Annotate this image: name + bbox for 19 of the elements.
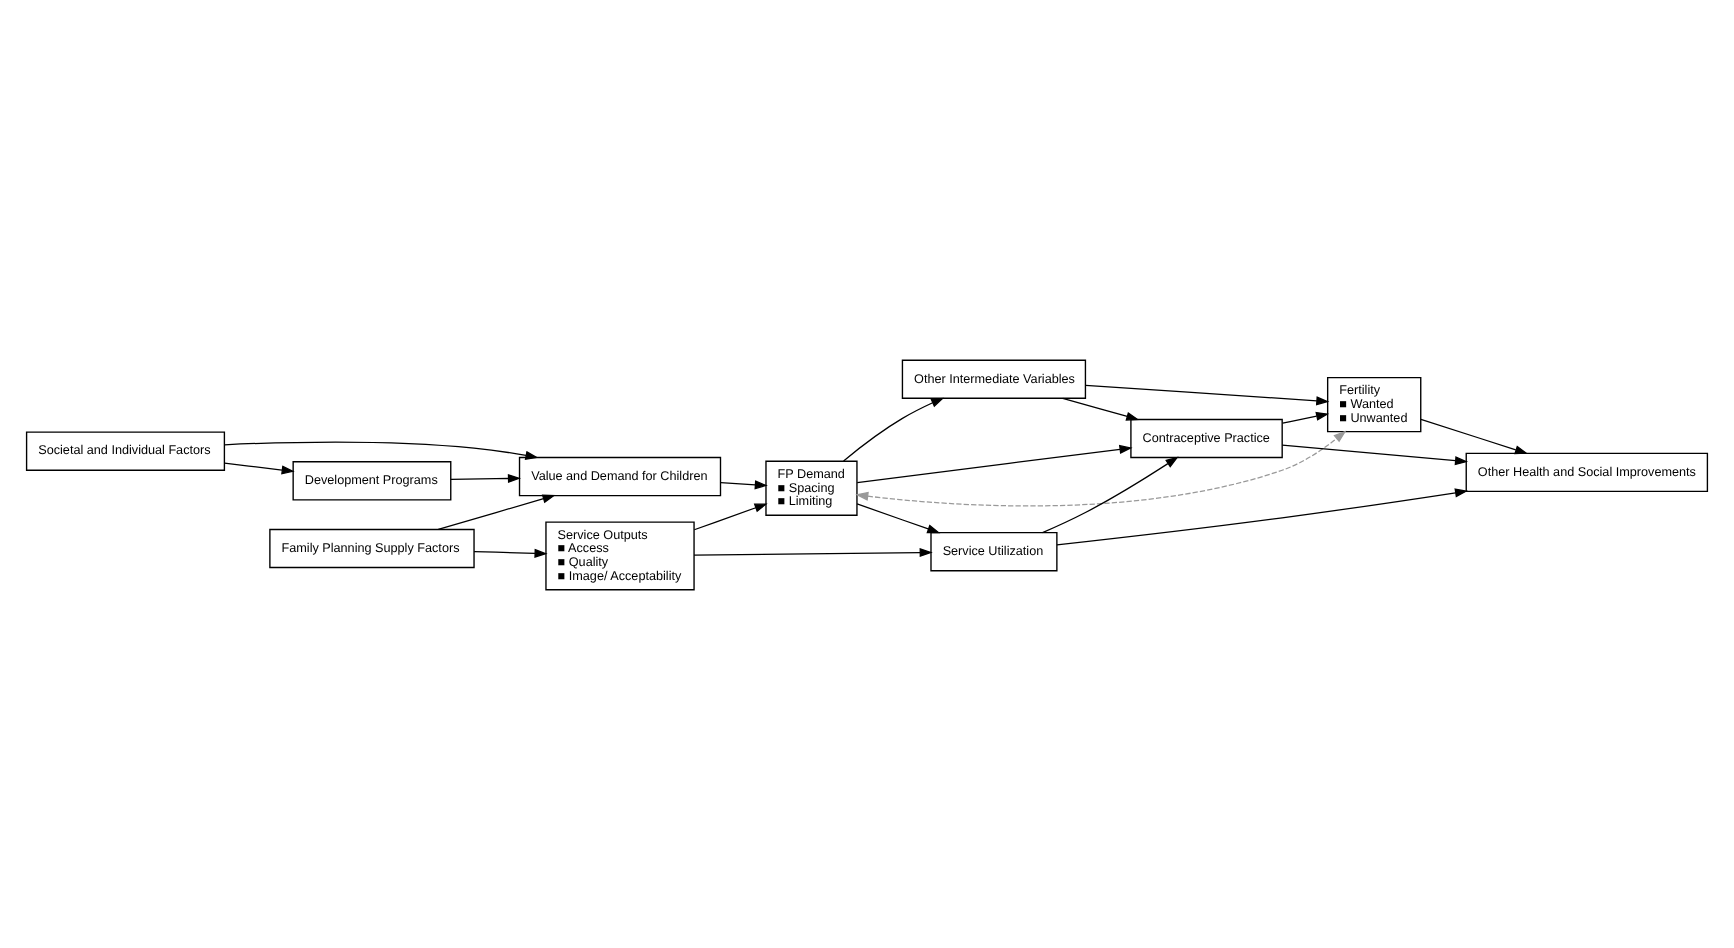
- arrow: [1282, 410, 1330, 423]
- arrow: [720, 479, 768, 489]
- arrow: [473, 547, 548, 557]
- arrow: [842, 396, 945, 461]
- arrow: [1420, 417, 1528, 454]
- arrow: [856, 443, 1133, 483]
- arrow: [856, 502, 941, 533]
- arrow: [1041, 455, 1179, 533]
- arrow: [693, 502, 768, 530]
- arrow: [1281, 443, 1469, 465]
- arrow: [437, 493, 556, 530]
- arrow: [1084, 383, 1330, 405]
- arrow: [1062, 396, 1140, 420]
- arrow: [450, 472, 522, 483]
- arrow: [693, 546, 933, 557]
- arrow: [223, 461, 295, 474]
- arrow: [223, 440, 539, 459]
- arrow: [855, 429, 1347, 506]
- arrow: [1056, 487, 1469, 545]
